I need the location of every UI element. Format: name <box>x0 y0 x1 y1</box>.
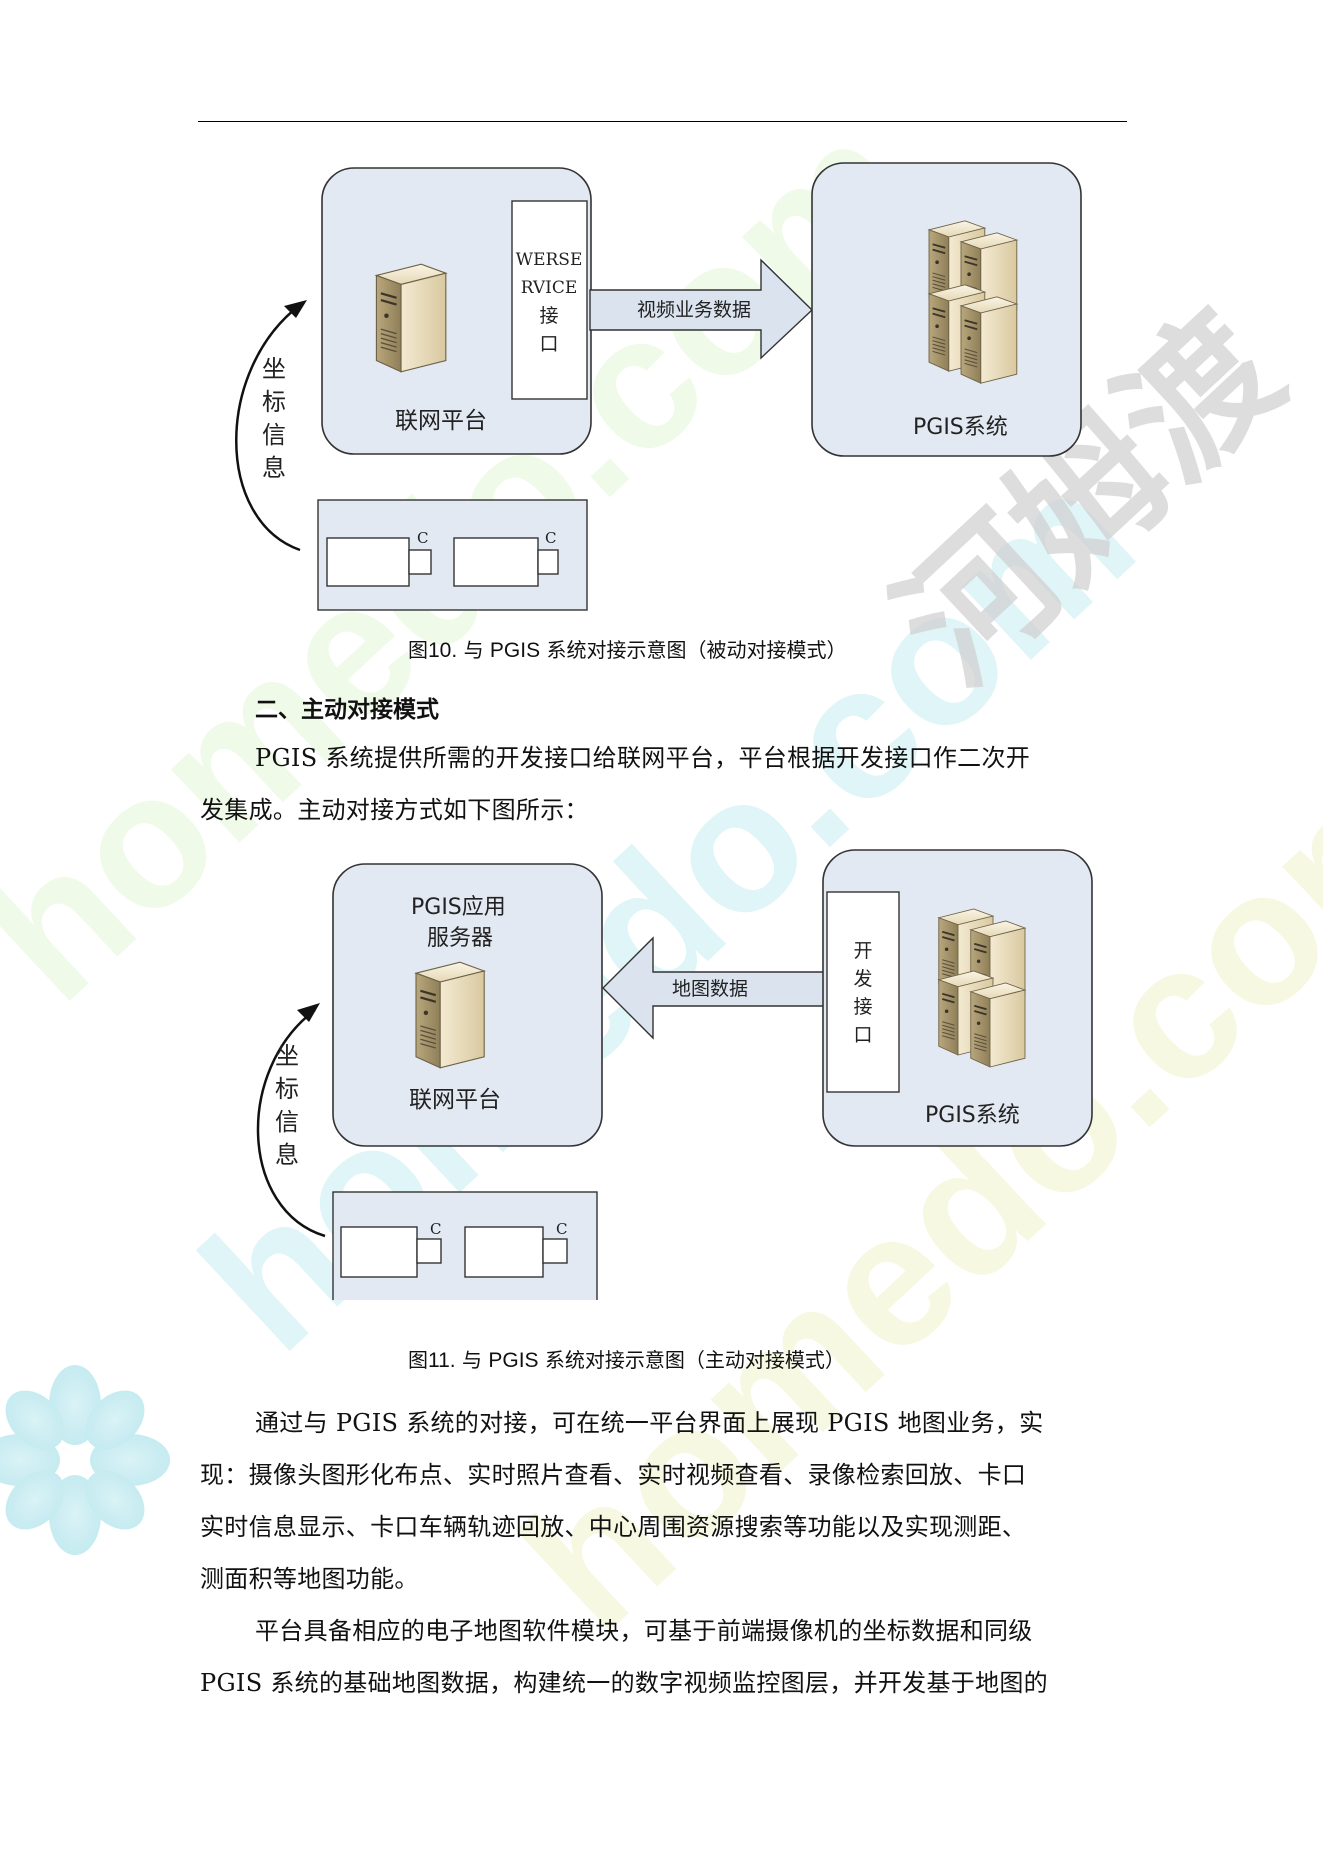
fig11-interface-line4: 口 <box>853 1024 872 1046</box>
fig11-caption-pgis: PGIS <box>488 1349 539 1372</box>
fig10-platform-label: 联网平台 <box>395 408 487 434</box>
fig11-platform-server-icon <box>414 961 486 1069</box>
fig11-side-1: 坐 <box>275 1042 299 1070</box>
fig10-side-3: 信 <box>262 421 286 449</box>
fig10-camera-2-lens <box>537 549 559 575</box>
fig10-camera-1-body <box>326 537 410 587</box>
fig10-data-arrow <box>589 258 814 360</box>
p2-line-1: 平台具备相应的电子地图软件模块，可基于前端摄像机的坐标数据和同级 <box>255 1617 1033 1645</box>
fig10-caption-rest: 系统对接示意图（被动对接模式） <box>546 638 847 662</box>
fig10-caption-pgis: PGIS <box>489 639 541 662</box>
fig11-camera-2-lens <box>542 1238 568 1264</box>
fig11-camera-1-body <box>340 1226 418 1278</box>
fig10-side-4: 息 <box>262 454 286 482</box>
fig10-caption-pre: 与 <box>463 638 484 662</box>
fig10-side-2: 标 <box>262 388 286 416</box>
fig10-interface-line2: RVICE <box>521 278 578 298</box>
fig10-camera-1-lens <box>408 549 432 575</box>
p1-line-1: 通过与 PGIS 系统的对接，可在统一平台界面上展现 PGIS 地图业务，实 <box>255 1409 1044 1437</box>
fig11-camera-1-letter: C <box>430 1220 441 1238</box>
fig10-caption-prefix: 图 <box>408 638 428 662</box>
fig10-platform-server-icon <box>375 263 447 373</box>
fig11-app-label-line2: 服务器 <box>427 926 493 951</box>
fig11-side-4: 息 <box>275 1141 299 1169</box>
fig10-coordinate-arrowhead-icon <box>284 300 307 318</box>
fig10-interface-line3: 接 <box>539 305 558 327</box>
fig11-app-label-line1: PGIS应用 <box>411 895 506 920</box>
p2-line-2: PGIS 系统的基础地图数据，构建统一的数字视频监控图层，并开发基于地图的 <box>200 1669 1048 1697</box>
fig10-camera-2-letter: C <box>545 529 556 547</box>
section-heading: 二、主动对接模式 <box>255 697 439 723</box>
intro-line-1: PGIS 系统提供所需的开发接口给联网平台，平台根据开发接口作二次开 <box>255 744 1031 772</box>
fig11-interface-line2: 发 <box>853 968 872 990</box>
figure11-diagram: PGIS应用 服务器 联网平台 地图数据 开 发 接 口 PGIS系统 坐 标 … <box>256 849 1093 1300</box>
body-paragraph-2: 平台具备相应的电子地图软件模块，可基于前端摄像机的坐标数据和同级 PGIS 系统… <box>200 1605 1128 1709</box>
fig11-side-2: 标 <box>275 1075 299 1103</box>
fig11-camera-2-letter: C <box>556 1220 567 1238</box>
fig10-pgis-label: PGIS系统 <box>913 415 1008 440</box>
fig11-caption-rest: 系统对接示意图（主动对接模式） <box>544 1348 845 1372</box>
fig11-coordinate-arrowhead-icon <box>297 1003 320 1022</box>
fig11-caption-pre: 与 <box>462 1348 482 1372</box>
fig10-coordinate-arrow <box>235 304 301 552</box>
fig11-side-3: 信 <box>275 1108 299 1136</box>
fig10-interface-box <box>511 200 588 400</box>
header-rule <box>198 121 1127 122</box>
fig11-interface-box <box>826 891 900 1093</box>
fig10-camera-2-body <box>453 537 539 587</box>
fig10-caption-number: 10. <box>428 639 458 662</box>
fig10-side-1: 坐 <box>262 355 286 383</box>
fig11-caption-number: 11. <box>428 1349 456 1372</box>
p1-line-4: 测面积等地图功能。 <box>200 1565 419 1593</box>
fig10-arrow-label: 视频业务数据 <box>637 299 751 321</box>
fig11-pgis-label: PGIS系统 <box>925 1103 1020 1128</box>
fig10-pgis-server-icon-4 <box>960 295 1018 385</box>
figure10-diagram: 联网平台 WERSE RVICE 接 口 视频业务数据 PGIS系统 坐 标 信… <box>235 162 1082 611</box>
fig11-platform-label: 联网平台 <box>409 1087 501 1113</box>
fig11-caption-prefix: 图 <box>408 1348 428 1372</box>
fig10-camera-1-letter: C <box>417 529 428 547</box>
fig11-interface-line3: 接 <box>853 996 872 1018</box>
fig11-arrow-label: 地图数据 <box>672 978 748 1000</box>
body-paragraph-1: 通过与 PGIS 系统的对接，可在统一平台界面上展现 PGIS 地图业务，实 现… <box>200 1397 1128 1605</box>
section-intro: PGIS 系统提供所需的开发接口给联网平台，平台根据开发接口作二次开 发集成。主… <box>200 732 1128 836</box>
fig11-coordinate-arrow <box>256 1009 326 1238</box>
watermark-flower-icon <box>0 1365 170 1555</box>
fig11-camera-1-lens <box>416 1238 442 1264</box>
fig11-camera-2-body <box>464 1226 544 1278</box>
fig11-interface-line1: 开 <box>853 940 872 962</box>
p1-line-2: 现：摄像头图形化布点、实时照片查看、实时视频查看、录像检索回放、卡口 <box>200 1461 1027 1489</box>
fig11-pgis-server-icon-4 <box>969 982 1026 1068</box>
p1-line-3: 实时信息显示、卡口车辆轨迹回放、中心周围资源搜索等功能以及实现测距、 <box>200 1513 1027 1541</box>
figure10-caption: 图10. 与 PGIS 系统对接示意图（被动对接模式） <box>408 634 846 663</box>
fig10-interface-line4: 口 <box>539 333 558 355</box>
intro-line-2: 发集成。主动对接方式如下图所示： <box>200 796 589 824</box>
fig10-interface-line1: WERSE <box>516 250 583 270</box>
figure11-caption: 图11. 与 PGIS 系统对接示意图（主动对接模式） <box>408 1344 845 1373</box>
fig11-data-arrow <box>602 936 826 1040</box>
